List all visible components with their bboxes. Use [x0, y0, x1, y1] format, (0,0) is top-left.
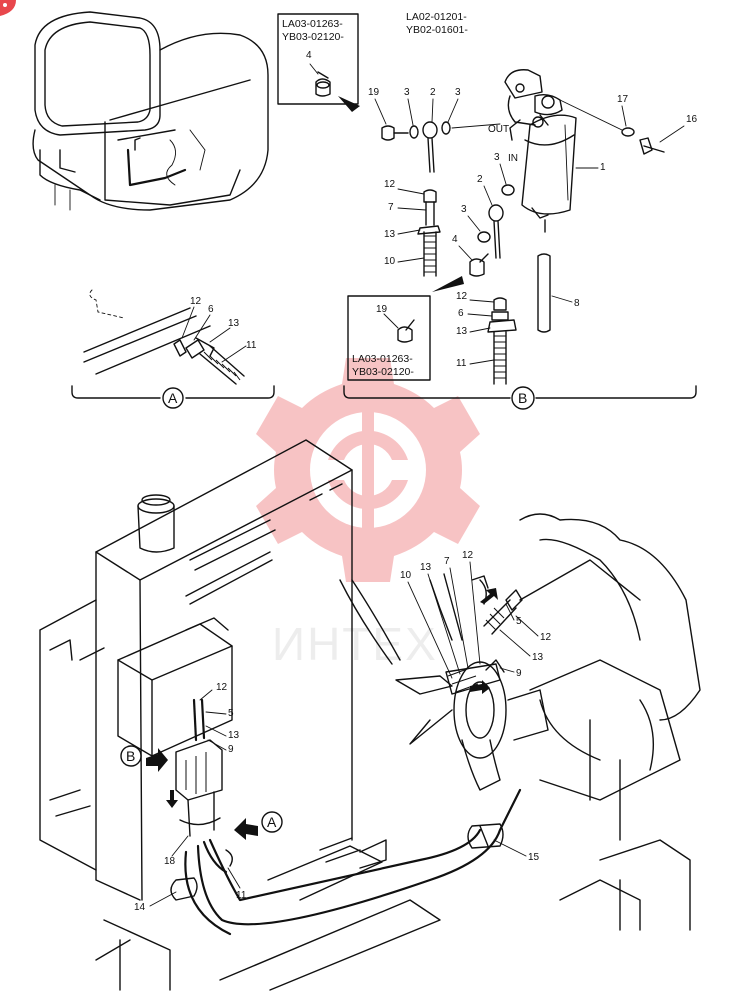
- machine-overview: [32, 11, 269, 211]
- callout-b-11: 11: [456, 358, 467, 369]
- callout-a-12: 12: [190, 296, 202, 307]
- bolt-19-icon: [381, 125, 409, 141]
- watermark-text: ИНТЕХ: [272, 618, 438, 670]
- callout-main-13b: 13: [420, 562, 432, 573]
- view-b-label: B: [518, 390, 527, 406]
- callout-main-14: 14: [134, 902, 146, 913]
- port-out-label: OUT: [488, 124, 509, 135]
- callout-b-8: 8: [574, 298, 580, 309]
- view-b-bracket: B: [343, 385, 697, 410]
- hose-a-icon: [173, 337, 245, 385]
- callout-b-2b: 2: [477, 174, 483, 185]
- callout-b-19: 19: [368, 87, 380, 98]
- hose-left-icon: [417, 189, 441, 277]
- callout-b-4: 4: [452, 234, 458, 245]
- fuel-filter-icon: [504, 69, 577, 233]
- callout-main-13a: 13: [228, 730, 240, 741]
- bolt-16-icon: [639, 137, 665, 155]
- inset-mid-serial-1: LA03-01263-: [352, 353, 413, 365]
- inset-box-mid: 19 LA03-01263- YB03-02120-: [347, 295, 431, 381]
- callout-b-3b: 3: [455, 87, 461, 98]
- main-view-b-letter: B: [126, 748, 135, 764]
- callout-main-13c: 13: [532, 652, 544, 663]
- cooling-fan-icon: [395, 573, 549, 791]
- callout-b-10: 10: [384, 256, 396, 267]
- fan-hose-cluster-icon: [445, 575, 523, 695]
- main-view-b-marker: [120, 745, 142, 767]
- bolt-4-icon: [469, 253, 489, 277]
- hose-right-icon: [487, 297, 517, 385]
- arrow-b-icon: [146, 748, 168, 772]
- callout-b-12b: 12: [456, 291, 468, 302]
- view-a-detail: 12 6 13 11: [83, 289, 257, 385]
- callout-b-12a: 12: [384, 179, 396, 190]
- main-view-a-letter: A: [267, 814, 277, 830]
- callout-b-16: 16: [686, 114, 698, 125]
- callout-main-12b: 12: [462, 550, 474, 561]
- arrow-a-icon: [234, 818, 258, 840]
- filler-cap-icon: [137, 494, 175, 553]
- callout-main-5a: 5: [228, 708, 234, 719]
- callout-b-3a: 3: [404, 87, 410, 98]
- banjo-fitting-icon: [422, 121, 438, 173]
- inset-mid-part-label: 19: [376, 304, 388, 315]
- callout-main-7: 7: [444, 556, 450, 567]
- port-in-label: IN: [508, 153, 518, 164]
- main-assembly: B A 12 5 13 9 18 11 14 15 10 13 7 12 5 1…: [39, 439, 701, 991]
- inset-mid-serial-2: YB03-02120-: [352, 366, 414, 378]
- callout-main-12a: 12: [216, 682, 228, 693]
- serial-line-1: LA02-01201-: [406, 11, 467, 23]
- callout-main-9a: 9: [228, 744, 234, 755]
- banjo-fitting-in-icon: [488, 204, 504, 259]
- callout-main-15: 15: [528, 852, 540, 863]
- watermark-logo: ИНТЕХ: [256, 358, 480, 670]
- bolt-19-inset-icon: [397, 319, 415, 343]
- view-a-label: A: [168, 390, 178, 406]
- callout-b-2a: 2: [430, 87, 436, 98]
- gear-icon: [256, 358, 480, 582]
- callout-b-3c: 3: [494, 152, 500, 163]
- inset-top-serial-2: YB03-02120-: [282, 31, 344, 43]
- callout-main-10: 10: [400, 570, 412, 581]
- callout-main-11: 11: [236, 890, 247, 901]
- inset-top-serial-1: LA03-01263-: [282, 18, 343, 30]
- callout-a-13: 13: [228, 318, 240, 329]
- callout-b-13b: 13: [456, 326, 468, 337]
- callout-a-11: 11: [246, 340, 257, 351]
- inset-box-top: LA03-01263- YB03-02120- 4: [277, 13, 360, 112]
- mounted-filter-icon: [175, 739, 223, 837]
- callout-b-3d: 3: [461, 204, 467, 215]
- corner-logo-icon: [0, 0, 16, 16]
- hose-8-icon: [537, 253, 551, 333]
- callout-b-1: 1: [600, 162, 606, 173]
- callout-main-5b: 5: [516, 616, 522, 627]
- bolt-icon: [315, 71, 331, 97]
- callout-b-6: 6: [458, 308, 464, 319]
- serial-line-2: YB02-01601-: [406, 24, 468, 36]
- callout-main-12c: 12: [540, 632, 552, 643]
- callout-b-17: 17: [617, 94, 629, 105]
- inset-top-part-label: 4: [306, 50, 312, 61]
- callout-main-9b: 9: [516, 668, 522, 679]
- callout-b-7: 7: [388, 202, 394, 213]
- callout-b-13a: 13: [384, 229, 396, 240]
- callout-main-18: 18: [164, 856, 176, 867]
- view-b-exploded: OUT IN 1 17 16 19 3 2: [368, 69, 698, 385]
- view-a-bracket: A: [71, 385, 275, 409]
- main-view-a-marker: [261, 811, 283, 833]
- callout-a-6: 6: [208, 304, 214, 315]
